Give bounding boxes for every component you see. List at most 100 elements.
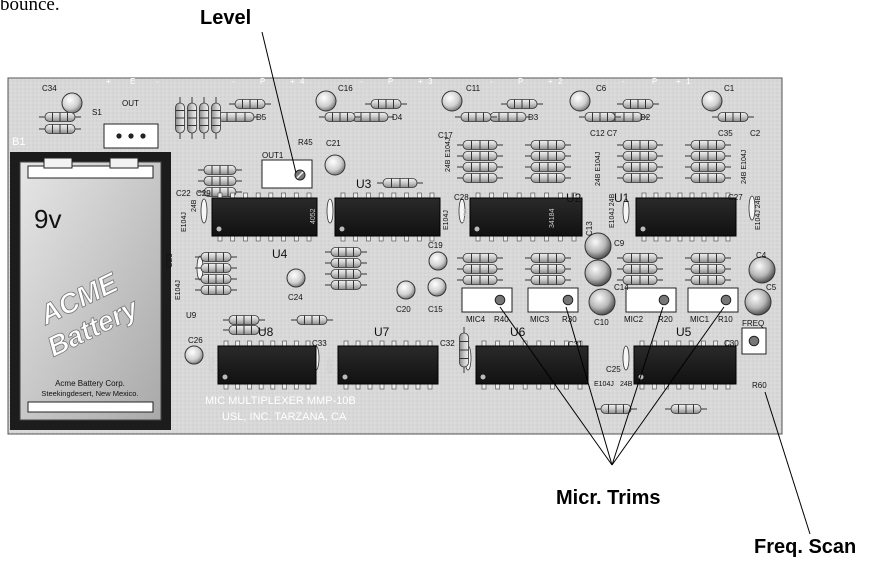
silkscreen-label: E104J [594,381,614,388]
mic-trims-callout: Micr. Trims [556,487,661,509]
capacitor [584,232,612,260]
ceramic-capacitor [622,198,630,224]
ic-chip [633,340,737,390]
resistor [198,176,242,186]
resistor [457,140,503,150]
resistor [484,112,532,122]
resistor [198,187,242,197]
silkscreen-label: 24B E104J [741,150,748,184]
resistor [685,162,731,172]
resistor [685,140,731,150]
ic-chip [217,340,317,390]
silkscreen-label: D4 [392,113,403,122]
silkscreen-label: E104J [443,210,450,230]
capacitor [588,288,616,316]
resistor [617,173,663,183]
chip-marking: 34184 [463,208,470,228]
resistor [175,97,185,139]
ic-chip [334,192,441,242]
pin-marking: P [518,77,523,86]
resistor [211,97,221,139]
resistor [525,162,571,172]
silkscreen-label: U9 [186,311,197,320]
silkscreen-label: U5 [676,325,692,339]
silkscreen-label: E104J [175,280,182,300]
pin-marking: 1 [686,77,691,86]
resistor [617,140,663,150]
battery-address: Steekingdesert, New Mexico. [41,389,138,398]
silkscreen-label: C29 [196,189,211,198]
silkscreen-label: C16 [338,84,353,93]
capacitor [584,259,612,287]
resistor [39,124,81,134]
capacitor [315,90,337,112]
resistor [525,275,571,285]
silkscreen-label: R60 [752,381,767,390]
ic-chip [635,192,737,242]
resistor [195,274,237,284]
mic-trims-leader-lines [499,306,725,466]
silkscreen-label: U1 [614,191,630,205]
pin-marking: P [260,77,265,86]
resistor [617,162,663,172]
silkscreen-label: 24B [620,381,633,388]
silkscreen-label: R45 [298,138,313,147]
resistor [325,247,367,257]
resistor [579,112,621,122]
silkscreen-label: MIC2 [624,315,644,324]
silkscreen-label: E104J [181,212,188,232]
resistor [501,99,543,109]
pin-marking: + [676,77,681,86]
resistor [187,97,197,139]
silkscreen-label: C2 [750,129,761,138]
silkscreen-label: C10 [594,318,609,327]
resistor [195,263,237,273]
silkscreen-label: C12 C7 [590,129,618,138]
resistor [319,112,361,122]
silkscreen-label: R40 [494,315,509,324]
resistor [685,151,731,161]
resistor [457,162,503,172]
capacitor [428,251,448,271]
capacitor [441,90,463,112]
silkscreen-label: C21 [326,139,341,148]
battery-voltage: 9v [34,204,61,234]
resistor [39,112,81,122]
pin-marking: - [156,77,159,86]
pin-marking: 2 [558,77,563,86]
resistor [617,253,663,263]
ic-chips [211,192,737,390]
capacitor [748,256,776,284]
capacitor [184,345,204,365]
resistor [325,269,367,279]
ic-chip [469,192,583,242]
resistor [365,99,407,109]
silkscreen-label: D2 [640,113,651,122]
pin-marking: 3 [428,77,433,86]
chip-marking: 4011 [209,357,216,372]
pin-marking: + [548,77,553,86]
pin-marking: - [232,77,235,86]
silkscreen-label: C32 [440,339,455,348]
silkscreen-label: 24B E104J [445,138,452,172]
caption-fragment: bounce. [0,0,60,15]
silkscreen-label: C24 [288,293,303,302]
capacitor [744,288,772,316]
resistor [223,325,265,335]
silkscreen-label: C6 [596,84,607,93]
silkscreen-label: C28 [454,193,469,202]
silkscreen-label: C31 [568,340,583,349]
silkscreen-label: U2 [566,191,582,205]
ceramic-capacitor [326,198,334,224]
silkscreen-label: C1 [724,84,735,93]
ic-chip [337,340,439,390]
silkscreen-label: U8 [258,325,274,339]
silkscreen-label: C14 [614,283,629,292]
resistor [291,315,333,325]
chip-marking: 4520 [327,358,334,374]
board-title-line2: USL, INC. TARZANA, CA [222,411,347,423]
pin-marking: 4 [300,77,305,86]
resistor [617,264,663,274]
pin-marking: - [622,77,625,86]
resistor [223,315,265,325]
